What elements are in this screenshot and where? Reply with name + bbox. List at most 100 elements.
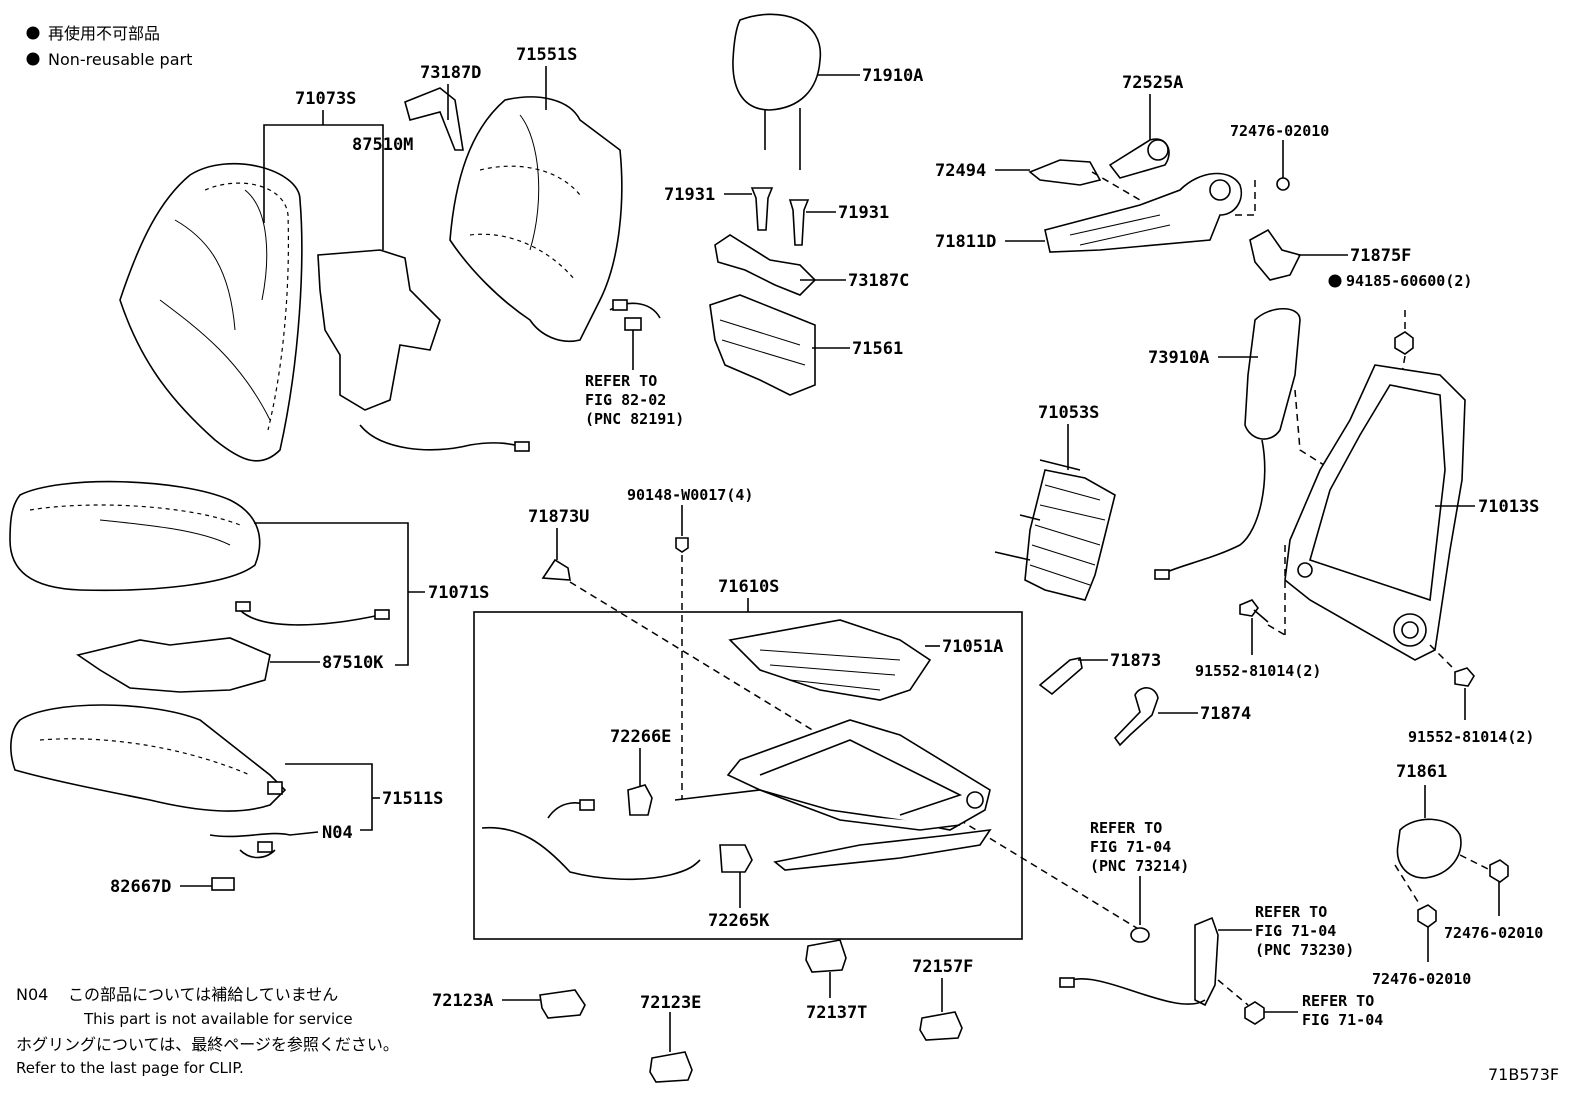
cushion-pad-drawing: [10, 704, 287, 812]
ref-71-04-c-l2: FIG 71-04: [1302, 1011, 1383, 1029]
ref-82-02-l3: (PNC 82191): [585, 410, 684, 428]
bullet-icon: [26, 52, 40, 66]
label-71051A: 71051A: [942, 637, 1003, 657]
label-71873: 71873: [1110, 651, 1161, 671]
leader-71071S: [254, 522, 409, 666]
label-82667D: 82667D: [110, 877, 171, 897]
label-71910A: 71910A: [862, 66, 923, 86]
seat-shield-drawing: [1044, 172, 1242, 253]
label-91552-a: 91552-81014(2): [1195, 662, 1321, 680]
label-72265K: 72265K: [708, 911, 770, 931]
footnotes: N04 この部品については補給していません This part is not a…: [16, 985, 399, 1077]
seat-belt-buckle-drawing: [1059, 916, 1219, 1007]
label-73187C: 73187C: [848, 271, 909, 291]
ref-71-04-a-l2: FIG 71-04: [1090, 838, 1171, 856]
label-71811D: 71811D: [935, 232, 996, 252]
label-87510K: 87510K: [322, 653, 384, 673]
nut-72476-c-drawing: [1417, 904, 1437, 928]
legend-en: Non-reusable part: [48, 50, 192, 69]
ref-71-04-c-l1: REFER TO: [1302, 992, 1374, 1010]
label-72123E: 72123E: [640, 993, 701, 1013]
ref-71-04-b-l1: REFER TO: [1255, 903, 1327, 921]
legend-jp: 再使用不可部品: [48, 24, 160, 43]
label-71610S: 71610S: [718, 577, 779, 597]
part-72494-drawing: [1028, 159, 1102, 186]
part-72265K-drawing: [719, 844, 753, 873]
label-71551S: 71551S: [516, 45, 577, 65]
label-71053S: 71053S: [1038, 403, 1099, 423]
clip-72137T-drawing: [805, 939, 847, 973]
cushion-spring-drawing: [728, 619, 932, 701]
figure-code: 71B573F: [1488, 1065, 1559, 1084]
label-71931-b: 71931: [838, 203, 889, 223]
label-73187D: 73187D: [420, 63, 481, 83]
back-spring-drawing: [994, 459, 1116, 601]
non-reusable-bullet-icon: [1328, 274, 1342, 288]
side-airbag-drawing: [1154, 308, 1301, 580]
label-72476-b: 72476-02010: [1444, 924, 1543, 942]
label-91552-b: 91552-81014(2): [1408, 728, 1534, 746]
bolt-a-drawing: [1239, 599, 1269, 623]
note-clip-en: Refer to the last page for CLIP.: [16, 1059, 244, 1077]
label-71561: 71561: [852, 339, 903, 359]
label-71071S: 71071S: [428, 583, 489, 603]
part-82667D-drawing: [211, 877, 235, 891]
label-N04: N04: [322, 823, 353, 843]
ref-71-04-a-l1: REFER TO: [1090, 819, 1162, 837]
part-73187C-drawing: [714, 234, 817, 296]
label-71874: 71874: [1200, 704, 1251, 724]
label-72476-c: 72476-02010: [1372, 970, 1471, 988]
seatback-pad-drawing: [449, 96, 623, 342]
cushion-heater-drawing: [76, 601, 390, 693]
label-72157F: 72157F: [912, 957, 973, 977]
label-72266E: 72266E: [610, 727, 671, 747]
part-71873-drawing: [1038, 657, 1083, 696]
seatback-cover-drawing: [119, 162, 303, 462]
ref-82-02-l1: REFER TO: [585, 372, 657, 390]
nut-drawing: [1394, 331, 1414, 355]
cushion-cover-drawing: [9, 480, 261, 592]
part-71874-drawing: [1113, 687, 1159, 747]
legend: 再使用不可部品 Non-reusable part: [26, 24, 192, 69]
part-71875F-drawing: [1249, 228, 1302, 281]
heater-mat-drawing: [317, 249, 530, 452]
bolt-b-drawing: [1454, 667, 1475, 687]
part-71861-drawing: [1396, 818, 1462, 879]
ref-82-02-l2: FIG 82-02: [585, 391, 666, 409]
note-n04-en: This part is not available for service: [83, 1010, 353, 1028]
part-72476-a-drawing: [1276, 177, 1290, 191]
ref-71-04-a-l3: (PNC 73214): [1090, 857, 1189, 875]
label-71861: 71861: [1396, 762, 1447, 782]
connector-drawing: [609, 299, 661, 331]
label-73910A: 73910A: [1148, 348, 1209, 368]
adjuster-harness-drawing: [481, 826, 701, 881]
label-71013S: 71013S: [1478, 497, 1539, 517]
part-71561-drawing: [709, 294, 816, 396]
label-71873U: 71873U: [528, 507, 589, 527]
label-90148: 90148-W0017(4): [627, 486, 753, 504]
part-73187D-drawing: [404, 87, 464, 151]
nut-72476-b-drawing: [1489, 859, 1509, 883]
label-71875F: 71875F: [1350, 246, 1411, 266]
note-clip-jp: ホグリングについては、最終ページを参照ください。: [16, 1035, 399, 1054]
headrest-guide-drawing: [750, 187, 810, 246]
part-72266E-drawing: [627, 784, 653, 816]
label-71511S: 71511S: [382, 789, 443, 809]
ref-71-04-b-l2: FIG 71-04: [1255, 922, 1336, 940]
harness-n04-drawing: [209, 831, 319, 859]
headrest-drawing: [732, 13, 822, 170]
label-72494: 72494: [935, 161, 986, 181]
label-72123A: 72123A: [432, 991, 493, 1011]
label-71931-a: 71931: [664, 185, 715, 205]
clip-72157F-drawing: [919, 1011, 963, 1041]
seat-adjuster-drawing: [674, 719, 992, 871]
bullet-icon: [26, 26, 40, 40]
clip-72123E-drawing: [649, 1051, 693, 1083]
ref-71-04-b-l3: (PNC 73230): [1255, 941, 1354, 959]
label-87510M: 87510M: [352, 135, 413, 155]
label-72476-a: 72476-02010: [1230, 122, 1329, 140]
clip-72123A-drawing: [539, 989, 586, 1019]
seatback-frame-drawing: [1284, 364, 1466, 661]
